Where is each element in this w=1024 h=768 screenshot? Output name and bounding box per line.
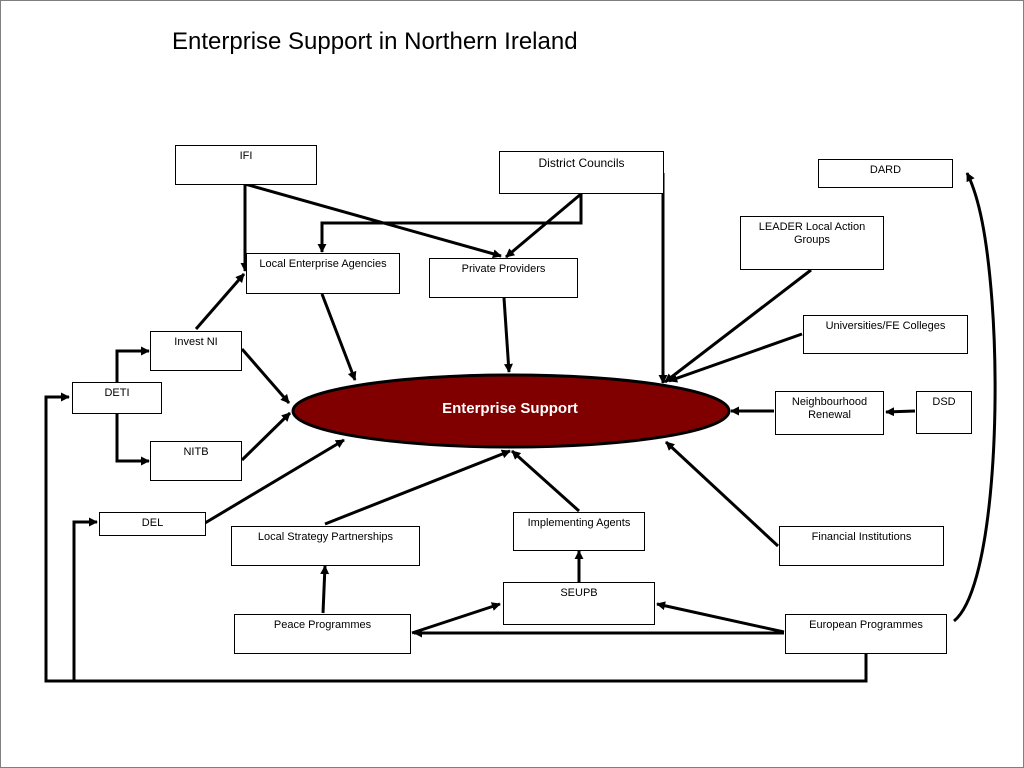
node-implementing-agents: Implementing Agents xyxy=(513,512,645,551)
node-peace-programmes: Peace Programmes xyxy=(234,614,411,654)
arrow-lea-to-enterprise xyxy=(320,293,357,381)
node-district-councils: District Councils xyxy=(499,151,664,194)
arrow-european-to-del xyxy=(72,517,98,681)
arrow-councils-to-private-providers xyxy=(505,192,582,259)
arrow-nitb-to-enterprise xyxy=(240,411,292,462)
arrow-leader-to-enterprise xyxy=(664,268,812,384)
arrow-peace-to-lsp xyxy=(320,565,330,614)
arrow-investni-to-lea xyxy=(194,273,246,330)
arrow-del-to-enterprise xyxy=(204,438,345,525)
arrow-agents-to-enterprise xyxy=(510,449,581,513)
arrow-lsp-to-enterprise xyxy=(324,449,511,526)
node-leader: LEADER Local Action Groups xyxy=(740,216,884,270)
node-seupb: SEUPB xyxy=(503,582,655,625)
arrow-deti-to-nitb xyxy=(115,414,150,466)
arrow-european-to-seupb xyxy=(656,601,785,634)
arrow-european-to-deti xyxy=(44,392,868,683)
node-local-strategy-partnerships: Local Strategy Partnerships xyxy=(231,526,420,566)
node-european-programmes: European Programmes xyxy=(785,614,947,654)
node-deti: DETI xyxy=(72,382,162,414)
node-financial-institutions: Financial Institutions xyxy=(779,526,944,566)
node-del: DEL xyxy=(99,512,206,536)
node-private-providers: Private Providers xyxy=(429,258,578,298)
arrow-deti-to-investni xyxy=(115,346,150,382)
enterprise-support-label: Enterprise Support xyxy=(442,400,578,417)
arrow-universities-to-enterprise xyxy=(668,332,803,383)
node-local-enterprise-agencies: Local Enterprise Agencies xyxy=(246,253,400,294)
arrow-councils-to-lea xyxy=(317,194,583,253)
arrow-european-to-dard xyxy=(953,172,997,623)
node-ifi: IFI xyxy=(175,145,317,185)
node-invest-ni: Invest NI xyxy=(150,331,242,371)
node-nitb: NITB xyxy=(150,441,242,481)
arrow-financial-to-enterprise xyxy=(664,440,780,548)
node-dsd: DSD xyxy=(916,391,972,434)
arrow-peace-to-seupb xyxy=(411,602,501,635)
arrow-dsd-to-renewal xyxy=(885,407,916,417)
enterprise-support-ellipse xyxy=(291,373,731,449)
slide-title: Enterprise Support in Northern Ireland xyxy=(172,28,578,55)
arrow-investni-to-enterprise xyxy=(240,348,291,404)
node-universities: Universities/FE Colleges xyxy=(803,315,968,354)
arrow-ifi-to-private-providers xyxy=(244,182,502,259)
node-dard: DARD xyxy=(818,159,953,188)
arrow-private-providers-to-enterprise xyxy=(502,297,513,373)
node-neighbourhood-renewal: Neighbourhood Renewal xyxy=(775,391,884,435)
